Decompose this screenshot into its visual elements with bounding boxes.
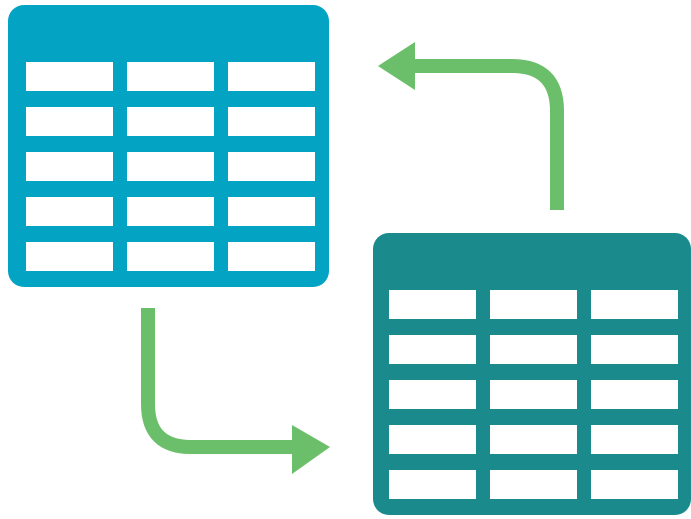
target-table-cells xyxy=(389,290,678,499)
arrow-to-target-head xyxy=(292,425,330,474)
source-table-cells xyxy=(26,62,315,271)
source-table-icon xyxy=(8,5,329,287)
source-table-cell xyxy=(127,152,214,181)
target-table-cell xyxy=(490,470,577,499)
source-table-cell xyxy=(26,62,113,91)
target-table-cell xyxy=(490,425,577,454)
source-table-cell xyxy=(26,242,113,271)
target-table-cell xyxy=(389,290,476,319)
arrow-to-target-line xyxy=(141,308,300,454)
target-table-cell xyxy=(389,380,476,409)
target-table-cell xyxy=(490,335,577,364)
source-table-cell xyxy=(127,242,214,271)
source-table-cell xyxy=(127,62,214,91)
source-table-cell xyxy=(228,62,315,91)
target-table-cell xyxy=(591,425,678,454)
source-table-cell xyxy=(228,242,315,271)
target-table-cell xyxy=(591,290,678,319)
source-table-cell xyxy=(127,197,214,226)
target-table-cell xyxy=(389,425,476,454)
target-table-cell xyxy=(490,290,577,319)
target-table-cell xyxy=(591,335,678,364)
arrow-to-source-line xyxy=(410,59,564,210)
arrow-to-target xyxy=(141,308,330,474)
source-table-cell xyxy=(127,107,214,136)
arrow-to-source xyxy=(378,42,564,210)
target-table-cell xyxy=(591,380,678,409)
source-table-cell xyxy=(228,197,315,226)
target-table-cell xyxy=(591,470,678,499)
arrow-to-source-head xyxy=(378,42,415,90)
source-table-cell xyxy=(26,107,113,136)
target-table-cell xyxy=(389,335,476,364)
target-table-cell xyxy=(490,380,577,409)
source-table-cell xyxy=(228,107,315,136)
target-table-icon xyxy=(373,233,691,515)
source-table-cell xyxy=(26,197,113,226)
source-table-cell xyxy=(26,152,113,181)
target-table-cell xyxy=(389,470,476,499)
source-table-cell xyxy=(228,152,315,181)
